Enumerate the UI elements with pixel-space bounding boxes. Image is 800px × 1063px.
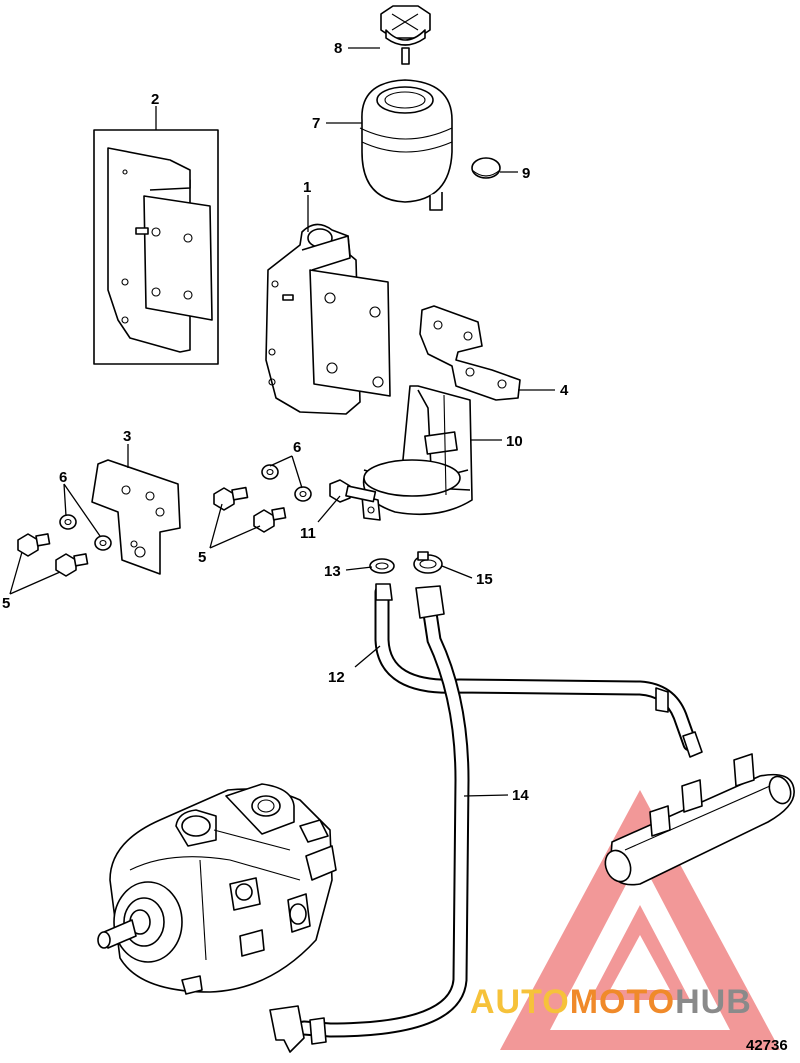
watermark-text: AUTOMOTOHUB [470,983,752,1021]
callout-7: 7 [312,115,320,132]
callout-2: 2 [151,91,159,108]
watermark-logo [500,790,780,1050]
watermark-auto: AUTO [470,983,570,1021]
callout-15: 15 [476,571,493,588]
reservoir [359,79,453,211]
callout-1: 1 [303,179,311,196]
leader-lines [9,47,555,797]
callout-13: 13 [324,563,341,580]
watermark-moto: MOTO [570,983,675,1021]
hose-clamp-13 [369,558,395,574]
washers-6-upper [261,464,312,502]
plug [471,157,501,179]
bolts-5-upper [213,486,287,533]
callout-10: 10 [506,433,523,450]
hose-clamp-15 [413,551,443,574]
washers-6-lower [59,514,112,551]
callout-8: 8 [334,40,342,57]
bracket-box [93,129,219,365]
hose-12 [374,584,703,758]
callout-5-right: 5 [198,549,206,566]
cooler-manifold [604,753,795,886]
watermark-hub: HUB [675,983,752,1021]
bolts-5-lower [17,533,89,577]
svg-text:AUTOMOTOHUB: AUTOMOTOHUB [470,983,752,1021]
callout-14: 14 [512,787,529,804]
callouts: 1 2 3 4 5 5 6 6 7 8 9 10 11 12 13 14 15 [2,40,569,804]
callout-6-left: 6 [59,469,67,486]
callout-5-left: 5 [2,595,10,612]
callout-6-right: 6 [293,439,301,456]
callout-11: 11 [300,525,316,542]
main-bracket [265,223,391,415]
callout-4: 4 [560,382,569,399]
watermark-inner-triangle [590,905,690,1000]
clamp-strap [361,385,473,521]
bolt-11 [329,479,377,503]
watermark-triangle [500,790,780,1050]
reservoir-cap [380,5,431,65]
steering-pump [97,783,337,995]
callout-9: 9 [522,165,530,182]
callout-3: 3 [123,428,131,445]
diagram-number: 42736 [746,1037,788,1054]
small-bracket [419,305,521,401]
callout-12: 12 [328,669,345,686]
plate-3 [91,459,181,575]
hose-14 [269,583,470,1053]
